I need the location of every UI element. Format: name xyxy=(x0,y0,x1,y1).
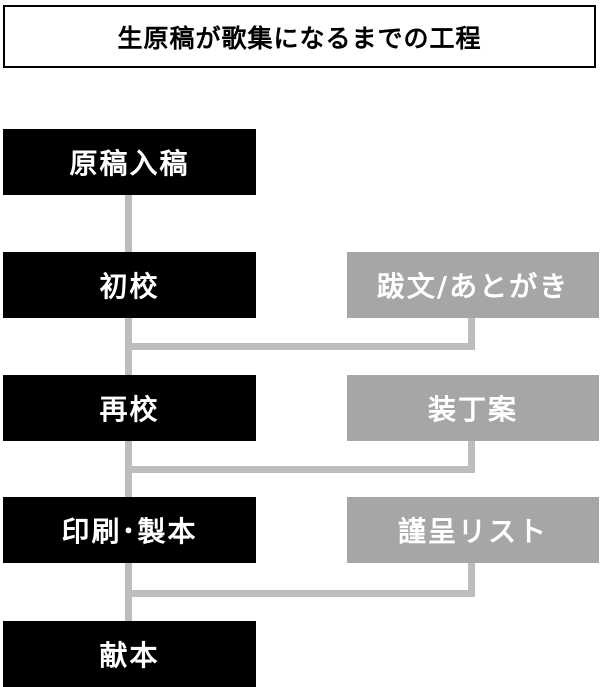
step-second-proof: 再校 xyxy=(3,375,256,441)
side-connector-vertical-3 xyxy=(468,560,475,597)
side-connector-horizontal-1 xyxy=(125,343,475,350)
side-connector-horizontal-3 xyxy=(125,590,475,597)
step-manuscript-submission: 原稿入稿 xyxy=(3,129,256,195)
step-printing-binding: 印刷･製本 xyxy=(3,497,256,563)
side-connector-vertical-1 xyxy=(468,316,475,350)
side-step-gift-list: 謹呈リスト xyxy=(347,497,599,563)
side-connector-vertical-2 xyxy=(468,439,475,473)
step-presentation-copies: 献本 xyxy=(3,621,256,687)
side-step-afterword: 跋文/あとがき xyxy=(347,252,599,318)
side-connector-horizontal-2 xyxy=(125,466,475,473)
diagram-title: 生原稿が歌集になるまでの工程 xyxy=(3,5,596,68)
side-step-cover-design: 装丁案 xyxy=(347,375,599,441)
step-first-proof: 初校 xyxy=(3,252,256,318)
